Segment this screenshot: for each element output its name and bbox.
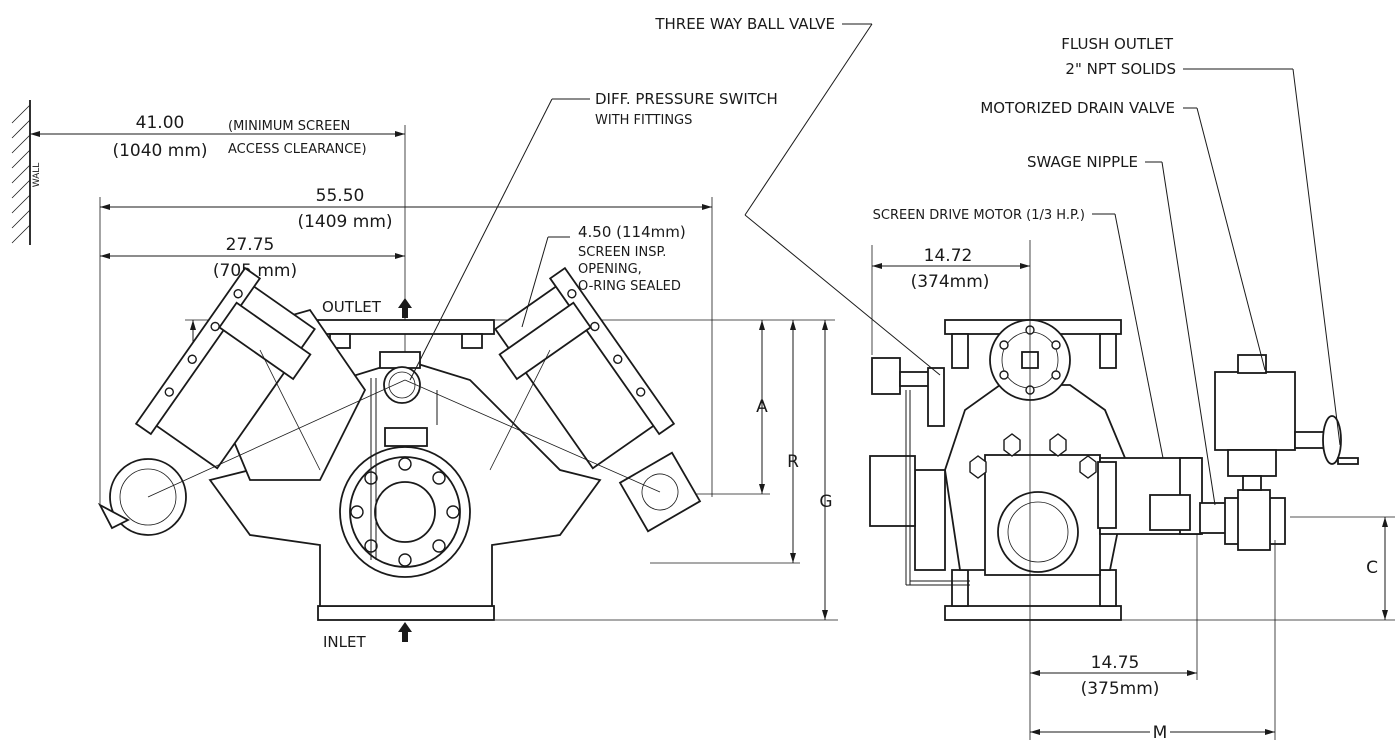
dimension-c (1121, 516, 1395, 621)
dimension-m-label: M (1153, 723, 1168, 743)
inlet-label: INLET (323, 633, 366, 651)
inlet-arrow (398, 622, 412, 642)
flush-outlet-label-2: 2" NPT SOLIDS (1065, 60, 1176, 78)
three-way-valve-label: THREE WAY BALL VALVE (654, 15, 835, 33)
side-motor-dimension (871, 245, 1030, 355)
wall-clearance-value: 41.00 (136, 113, 185, 133)
screen-insp-label-3: OPENING, (578, 262, 642, 277)
dimension-r (650, 320, 800, 564)
dimension-c-label: C (1366, 558, 1378, 578)
drain-valve-label: MOTORIZED DRAIN VALVE (980, 99, 1175, 117)
wall-label: WALL (32, 163, 42, 188)
min-clearance-label-2: ACCESS CLEARANCE) (228, 142, 367, 157)
front-view-strainer (97, 266, 702, 621)
screen-drive-motor-leader (1092, 213, 1164, 459)
drain-valve-leader (1183, 107, 1266, 371)
dimension-r-label: R (787, 452, 799, 472)
outlet-label: OUTLET (322, 298, 382, 316)
dimension-m (1030, 540, 1276, 740)
swage-nipple-leader (1145, 161, 1216, 506)
swage-nipple-label: SWAGE NIPPLE (1027, 153, 1138, 171)
screen-drive-motor-label: SCREEN DRIVE MOTOR (1/3 H.P.) (873, 208, 1085, 223)
dimension-g-label: G (819, 492, 832, 512)
wall-clearance-metric: (1040 mm) (112, 141, 207, 161)
diff-pressure-leader (409, 98, 590, 381)
flush-outlet-leader (1183, 68, 1341, 446)
wall-symbol (11, 100, 31, 245)
overall-width-value: 55.50 (316, 186, 365, 206)
screen-insp-label-1: 4.50 (114mm) (578, 223, 686, 241)
dimension-a-label: A (756, 397, 768, 417)
side-drain-dimension (1029, 534, 1198, 740)
min-clearance-label-1: (MINIMUM SCREEN (228, 119, 350, 134)
overall-width-dimension (99, 197, 713, 505)
diff-pressure-label-2: WITH FITTINGS (595, 113, 692, 128)
outlet-arrow (398, 298, 412, 318)
side-motor-metric: (374mm) (911, 272, 990, 292)
side-view-strainer (869, 240, 1359, 621)
flush-outlet-label-1: FLUSH OUTLET (1061, 35, 1174, 53)
half-width-value: 27.75 (226, 235, 275, 255)
half-width-metric: (705 mm) (213, 261, 297, 281)
screen-insp-label-4: O-RING SEALED (578, 279, 681, 294)
side-motor-value: 14.72 (924, 246, 973, 266)
side-drain-value: 14.75 (1091, 653, 1140, 673)
screen-insp-leader (521, 236, 570, 328)
three-way-valve-leader (744, 23, 941, 376)
diff-pressure-label-1: DIFF. PRESSURE SWITCH (595, 90, 778, 108)
dimension-g (495, 320, 838, 621)
screen-insp-label-2: SCREEN INSP. (578, 245, 666, 260)
side-drain-metric: (375mm) (1081, 679, 1160, 699)
overall-width-metric: (1409 mm) (297, 212, 392, 232)
half-width-dimension (100, 253, 405, 259)
